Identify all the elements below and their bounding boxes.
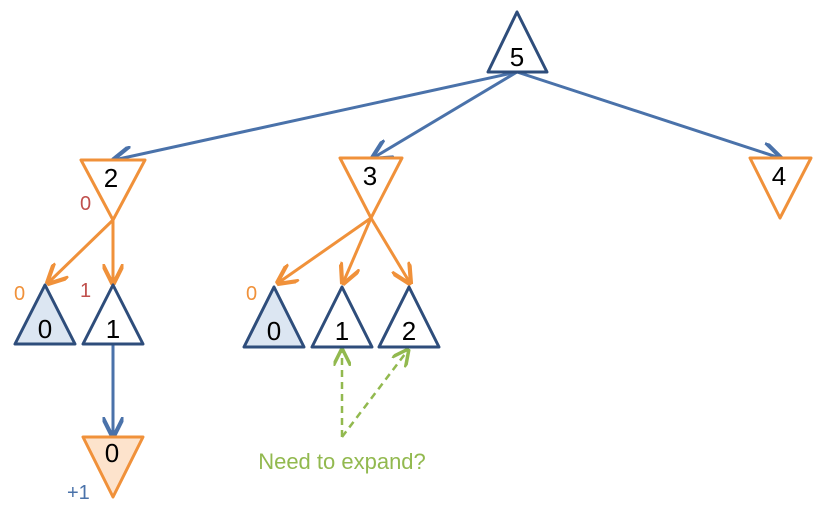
- node-a1-child-label: 0: [105, 438, 119, 468]
- node-c: [748, 156, 813, 220]
- node-a: [79, 158, 147, 222]
- edge-root-to-3: [373, 70, 518, 158]
- node-b-label: 3: [363, 161, 377, 191]
- node-root-label: 5: [510, 42, 524, 72]
- edge-root-to-4: [516, 70, 780, 158]
- expand-note: Need to expand?: [258, 449, 426, 474]
- node-a1-child: [81, 435, 145, 499]
- node-b0: [242, 285, 306, 349]
- node-b0-label: 0: [267, 316, 281, 346]
- node-a0-label: 0: [38, 314, 52, 344]
- node-a1-label: 1: [106, 314, 120, 344]
- node-a1: [81, 283, 145, 346]
- edge-2-to-0: [48, 218, 115, 283]
- edge-3-to-2: [369, 217, 410, 283]
- node-root: [486, 10, 549, 74]
- node-c-label: 4: [772, 161, 786, 191]
- side-label-a: 0: [80, 193, 91, 215]
- node-b2: [377, 285, 441, 349]
- edge-3-to-1: [343, 217, 373, 283]
- side-label-b0: 0: [246, 283, 257, 305]
- node-a-label: 2: [104, 163, 118, 193]
- side-label-a1-child: +1: [67, 482, 90, 504]
- hint-arrow-to-2: [341, 350, 408, 438]
- side-label-a1: 1: [80, 280, 91, 302]
- edge-3-to-0: [278, 216, 372, 283]
- node-b1: [310, 285, 374, 349]
- edge-root-to-2: [114, 70, 518, 160]
- side-label-a0: 0: [14, 283, 25, 305]
- node-b2-label: 2: [402, 316, 416, 346]
- node-b1-label: 1: [335, 316, 349, 346]
- node-b: [338, 156, 404, 220]
- node-a0: [13, 283, 77, 346]
